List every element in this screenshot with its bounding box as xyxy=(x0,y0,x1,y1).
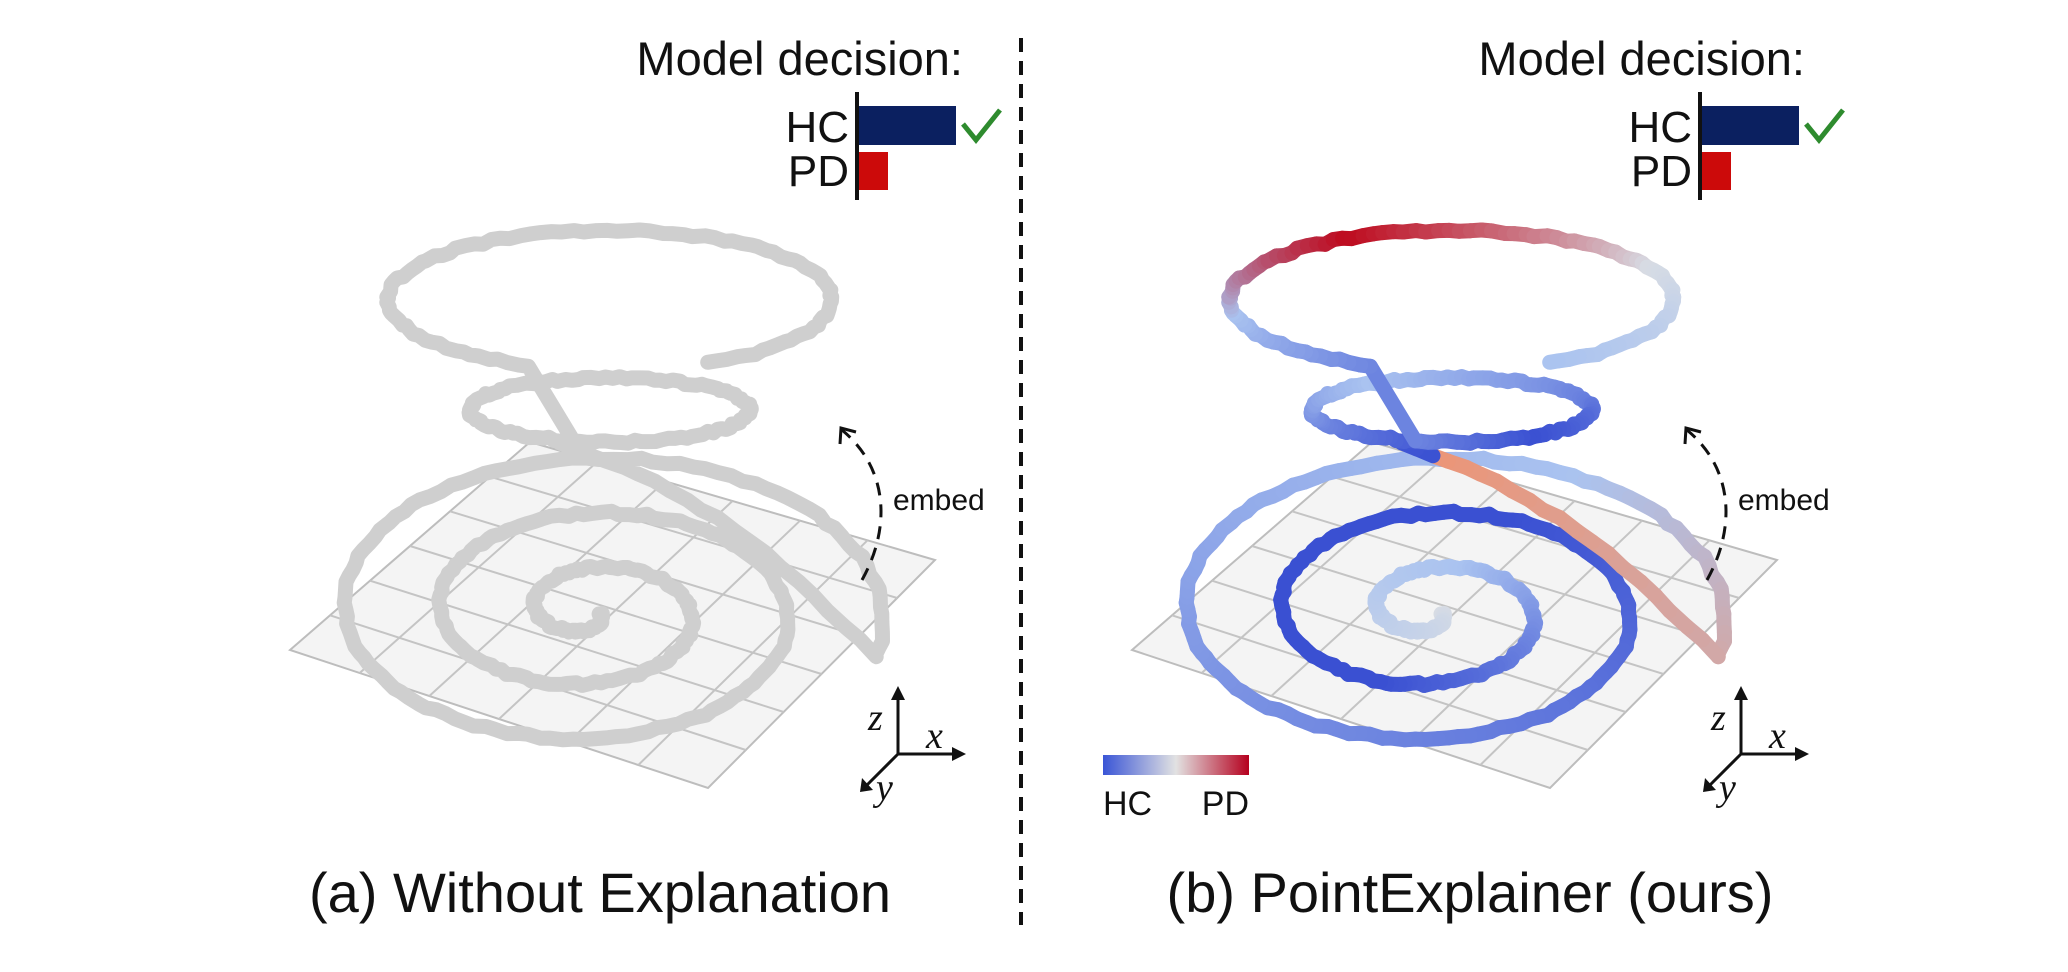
colorbar-high-label: PD xyxy=(1202,785,1249,823)
bar-label-pd: PD xyxy=(788,147,849,196)
spiral-segment xyxy=(1362,358,1423,449)
spiral-segment xyxy=(1542,353,1566,370)
embed-label: embed xyxy=(1738,484,1830,517)
check-icon xyxy=(1804,108,1845,144)
caption-a: (a) Without Explanation xyxy=(309,861,891,924)
bar-label-pd: PD xyxy=(1631,147,1692,196)
spiral-path xyxy=(336,222,890,748)
bar-hc xyxy=(859,106,956,145)
model-decision-label: Model decision: xyxy=(636,32,963,85)
panel-a: Model decision: HC PD embed z x y (a) Wi… xyxy=(288,32,1002,924)
colorbar: HC PD xyxy=(1103,755,1249,823)
bar-pd xyxy=(859,152,888,190)
caption-b: (b) PointExplainer (ours) xyxy=(1167,861,1774,924)
axis-triad: z x y xyxy=(860,686,966,809)
axis-triad: z x y xyxy=(1703,686,1809,809)
panel-b: Model decision: HC PD embed z x y HC PD xyxy=(1103,32,1845,924)
arrowhead-icon xyxy=(1683,426,1702,445)
colorbar-low-label: HC xyxy=(1103,785,1152,823)
embed-arrow xyxy=(841,428,883,581)
axis-label-y: y xyxy=(872,767,893,809)
colored-spiral xyxy=(1178,222,1732,748)
bar-hc xyxy=(1702,106,1799,145)
bar-pd xyxy=(1702,152,1731,190)
model-decision-label: Model decision: xyxy=(1478,32,1805,85)
axis-label-y: y xyxy=(1715,767,1736,809)
check-icon xyxy=(961,108,1002,144)
arrowhead-icon xyxy=(838,426,857,445)
axis-label-x: x xyxy=(1768,715,1786,757)
colorbar-gradient xyxy=(1103,755,1249,775)
embed-arrow xyxy=(1686,428,1728,581)
axis-label-z: z xyxy=(867,697,883,739)
embed-label: embed xyxy=(893,484,985,517)
bar-label-hc: HC xyxy=(785,103,849,152)
gray-spiral xyxy=(336,222,890,748)
axis-label-x: x xyxy=(925,715,943,757)
axis-label-z: z xyxy=(1710,697,1726,739)
bar-label-hc: HC xyxy=(1628,103,1692,152)
